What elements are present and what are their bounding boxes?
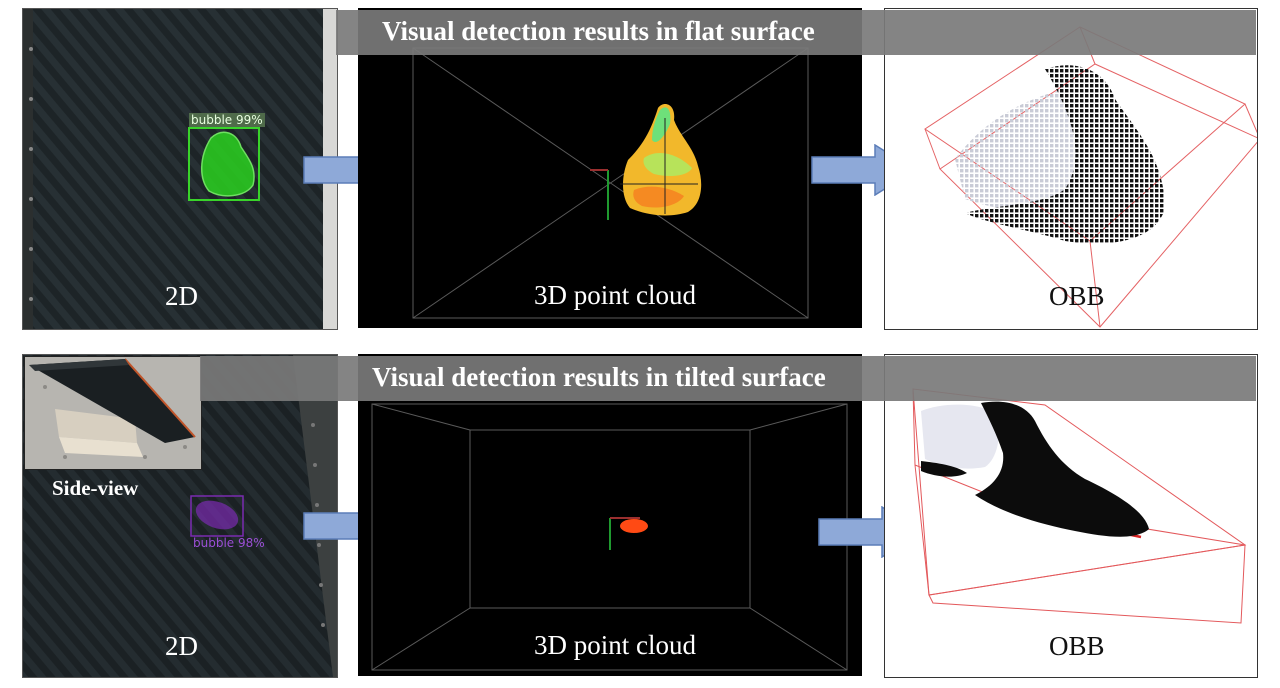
flat-banner-title: Visual detection results in flat surface [382,16,815,46]
tilted-banner-title: Visual detection results in tilted surfa… [372,362,826,392]
side-view-photo [25,357,201,469]
flat-pointcloud-render [412,47,809,319]
flat-detection-label: bubble 99% [189,113,265,127]
flat-3d-caption: 3D point cloud [534,280,696,310]
tilted-bubble-mask [195,500,239,530]
flat-obb-render [924,26,1257,328]
tilted-3d-caption: 3D point cloud [534,630,696,660]
flat-2d-caption: 2D [165,281,198,311]
flat-3d-pointcloud-panel: 3D point cloud [358,8,862,328]
tilted-2d-caption: 2D [165,631,198,661]
side-view-inset [24,356,202,470]
carbon-fiber-photo [23,9,337,329]
tilted-surface-row: bubble 98% 2D Side-view [0,346,1280,688]
tilted-banner [200,356,1256,401]
flat-obb-caption: OBB [1049,281,1105,311]
flat-surface-row: bubble 99% 2D 3D point cloud [0,0,1280,340]
flat-detection-box [188,127,260,201]
tilted-obb-panel: OBB [884,354,1258,678]
tilted-3d-pointcloud-panel: 3D point cloud [358,354,862,676]
flat-obb-panel: OBB [884,8,1258,330]
flat-2d-image-panel: bubble 99% 2D [22,8,338,330]
tilted-detection-label: bubble 98% [193,536,265,550]
tilted-pointcloud-render [371,403,848,671]
flat-banner [336,10,1256,55]
side-view-label: Side-view [52,476,139,500]
flat-bubble-mask [201,131,255,197]
flat-obb-points [965,65,1165,244]
tilted-obb-render [912,388,1247,624]
tilted-pointcloud-blob [620,519,648,533]
tilted-obb-caption: OBB [1049,631,1105,661]
tilted-obb-points [975,401,1149,537]
tilted-detection-box [190,495,244,537]
